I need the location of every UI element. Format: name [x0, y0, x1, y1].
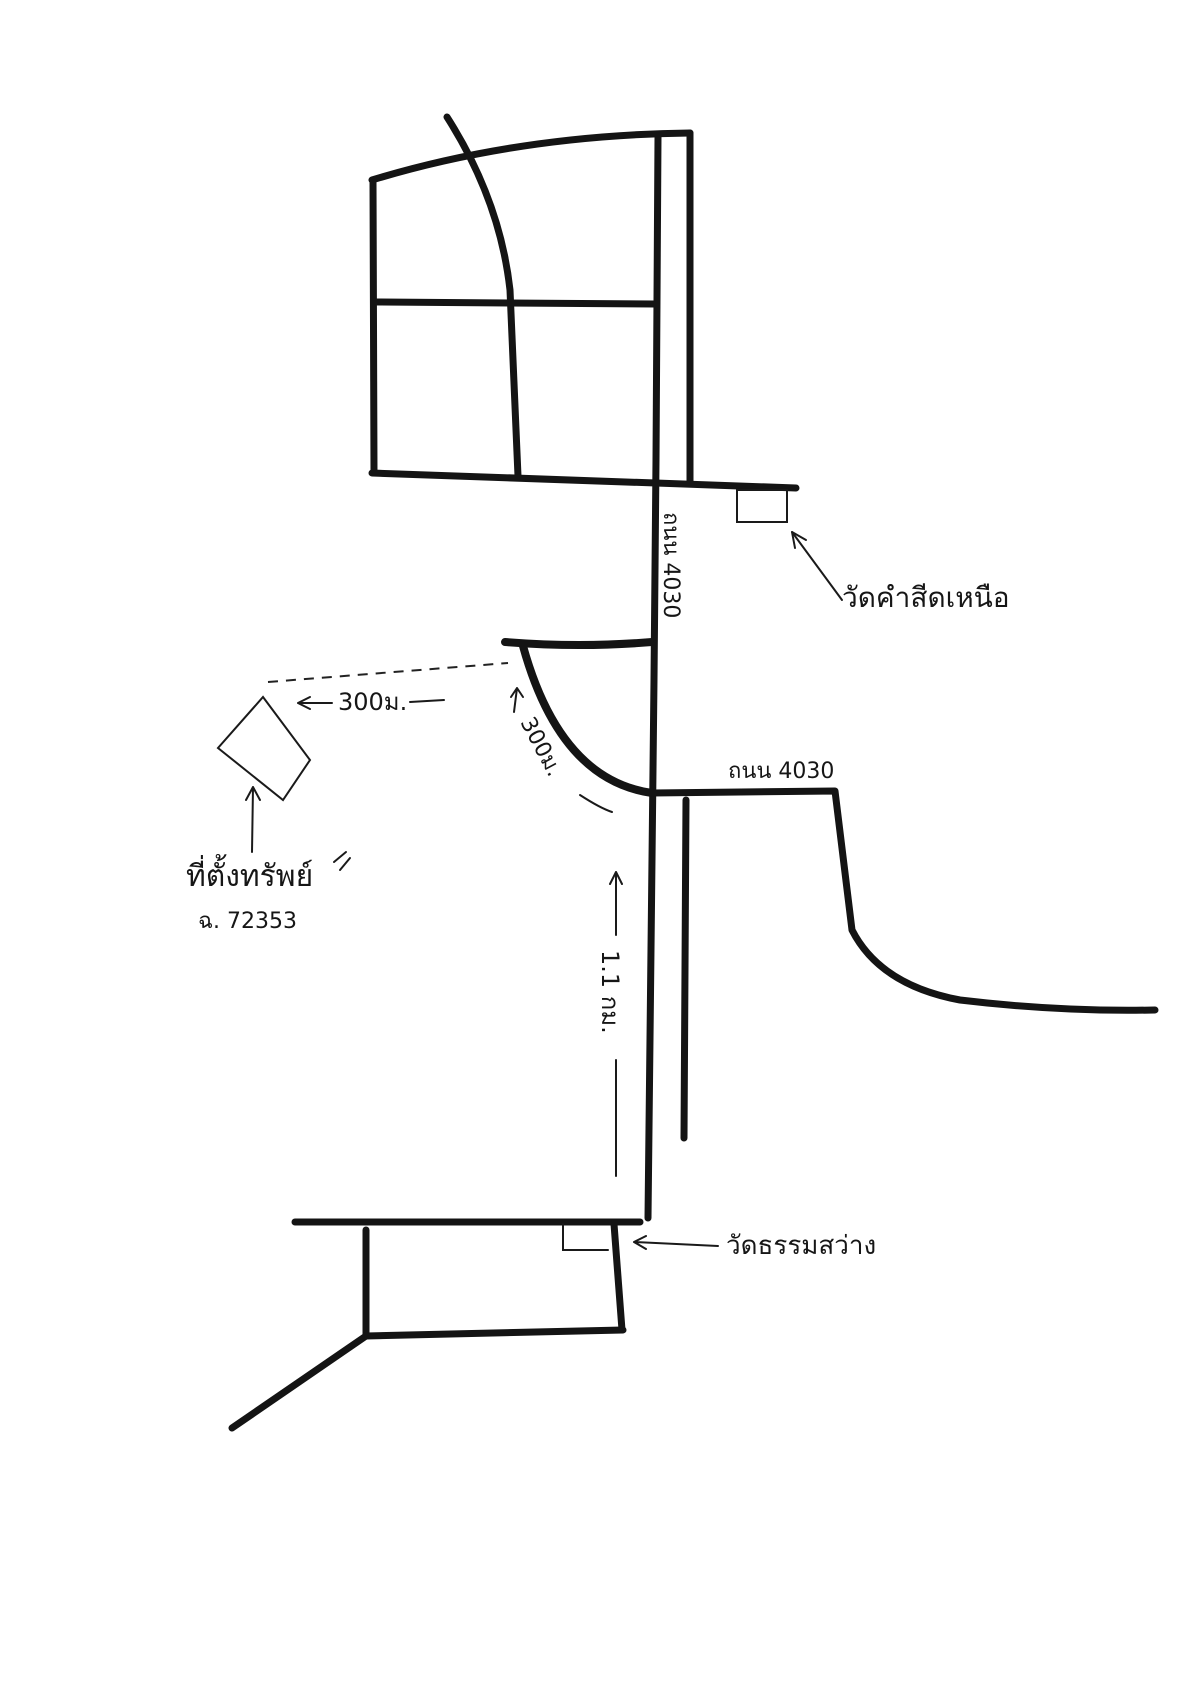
- south-diagonal-road: [228, 1332, 370, 1432]
- distance-west-annotation: 300ม.: [297, 688, 445, 716]
- distance-curve-arrow: [510, 687, 524, 713]
- road-label-horizontal: ถนน 4030: [728, 759, 834, 784]
- distance-south-label: 1.1 กม.: [596, 950, 624, 1034]
- temple-south-arrow: [633, 1235, 719, 1250]
- property-marker: ที่ตั้งทรัพย์ ฉ. 72353: [186, 695, 313, 934]
- south-road-block: [228, 1218, 644, 1432]
- temple-south-marker: วัดธรรมสว่าง: [562, 1223, 876, 1261]
- distance-south-annotation: 1.1 กม.: [596, 871, 624, 1177]
- main-road-4030-vertical: [644, 133, 662, 1222]
- property-deed: ฉ. 72353: [198, 909, 297, 934]
- distance-south-arrow-up: [609, 871, 623, 936]
- north-road-grid: [368, 113, 800, 492]
- south-east-road: [610, 1220, 626, 1334]
- distance-west-tail: [409, 699, 445, 703]
- south-bottom-road: [362, 1326, 627, 1340]
- temple-north-marker: วัดคำสีดเหนือ: [736, 489, 1010, 614]
- distance-curve-tail: [579, 794, 613, 813]
- main-road-parallel-segment: [680, 796, 690, 1142]
- temple-north-arrowhead: [791, 531, 807, 549]
- north-grid-diagonal-road: [443, 113, 522, 480]
- north-grid-middle-road: [371, 298, 659, 308]
- temple-north-label: วัดคำสีดเหนือ: [842, 581, 1010, 614]
- temple-south-building: [562, 1223, 609, 1251]
- road-label-vertical: ถนน 4030: [658, 512, 683, 618]
- distance-curve-annotation: 300ม.: [510, 687, 613, 813]
- property-label: ที่ตั้งทรัพย์: [186, 854, 313, 894]
- dashed-line-property: [267, 662, 509, 683]
- curved-road: [519, 642, 656, 797]
- scribble-mark: [333, 851, 351, 871]
- temple-north-arrow: [791, 531, 843, 601]
- distance-west-label: 300ม.: [338, 688, 407, 716]
- road-4030-east: [648, 787, 1159, 1014]
- branch-road-west: [501, 638, 656, 649]
- property-arrow: [245, 786, 261, 853]
- temple-south-label: วัดธรรมสว่าง: [726, 1231, 876, 1261]
- property-plot: [216, 695, 312, 802]
- temple-north-building: [736, 489, 788, 523]
- north-grid-bottom-road: [368, 469, 800, 492]
- distance-west-arrow: [297, 696, 333, 710]
- north-grid-top-road: [368, 129, 694, 184]
- north-grid-west-road: [369, 176, 378, 477]
